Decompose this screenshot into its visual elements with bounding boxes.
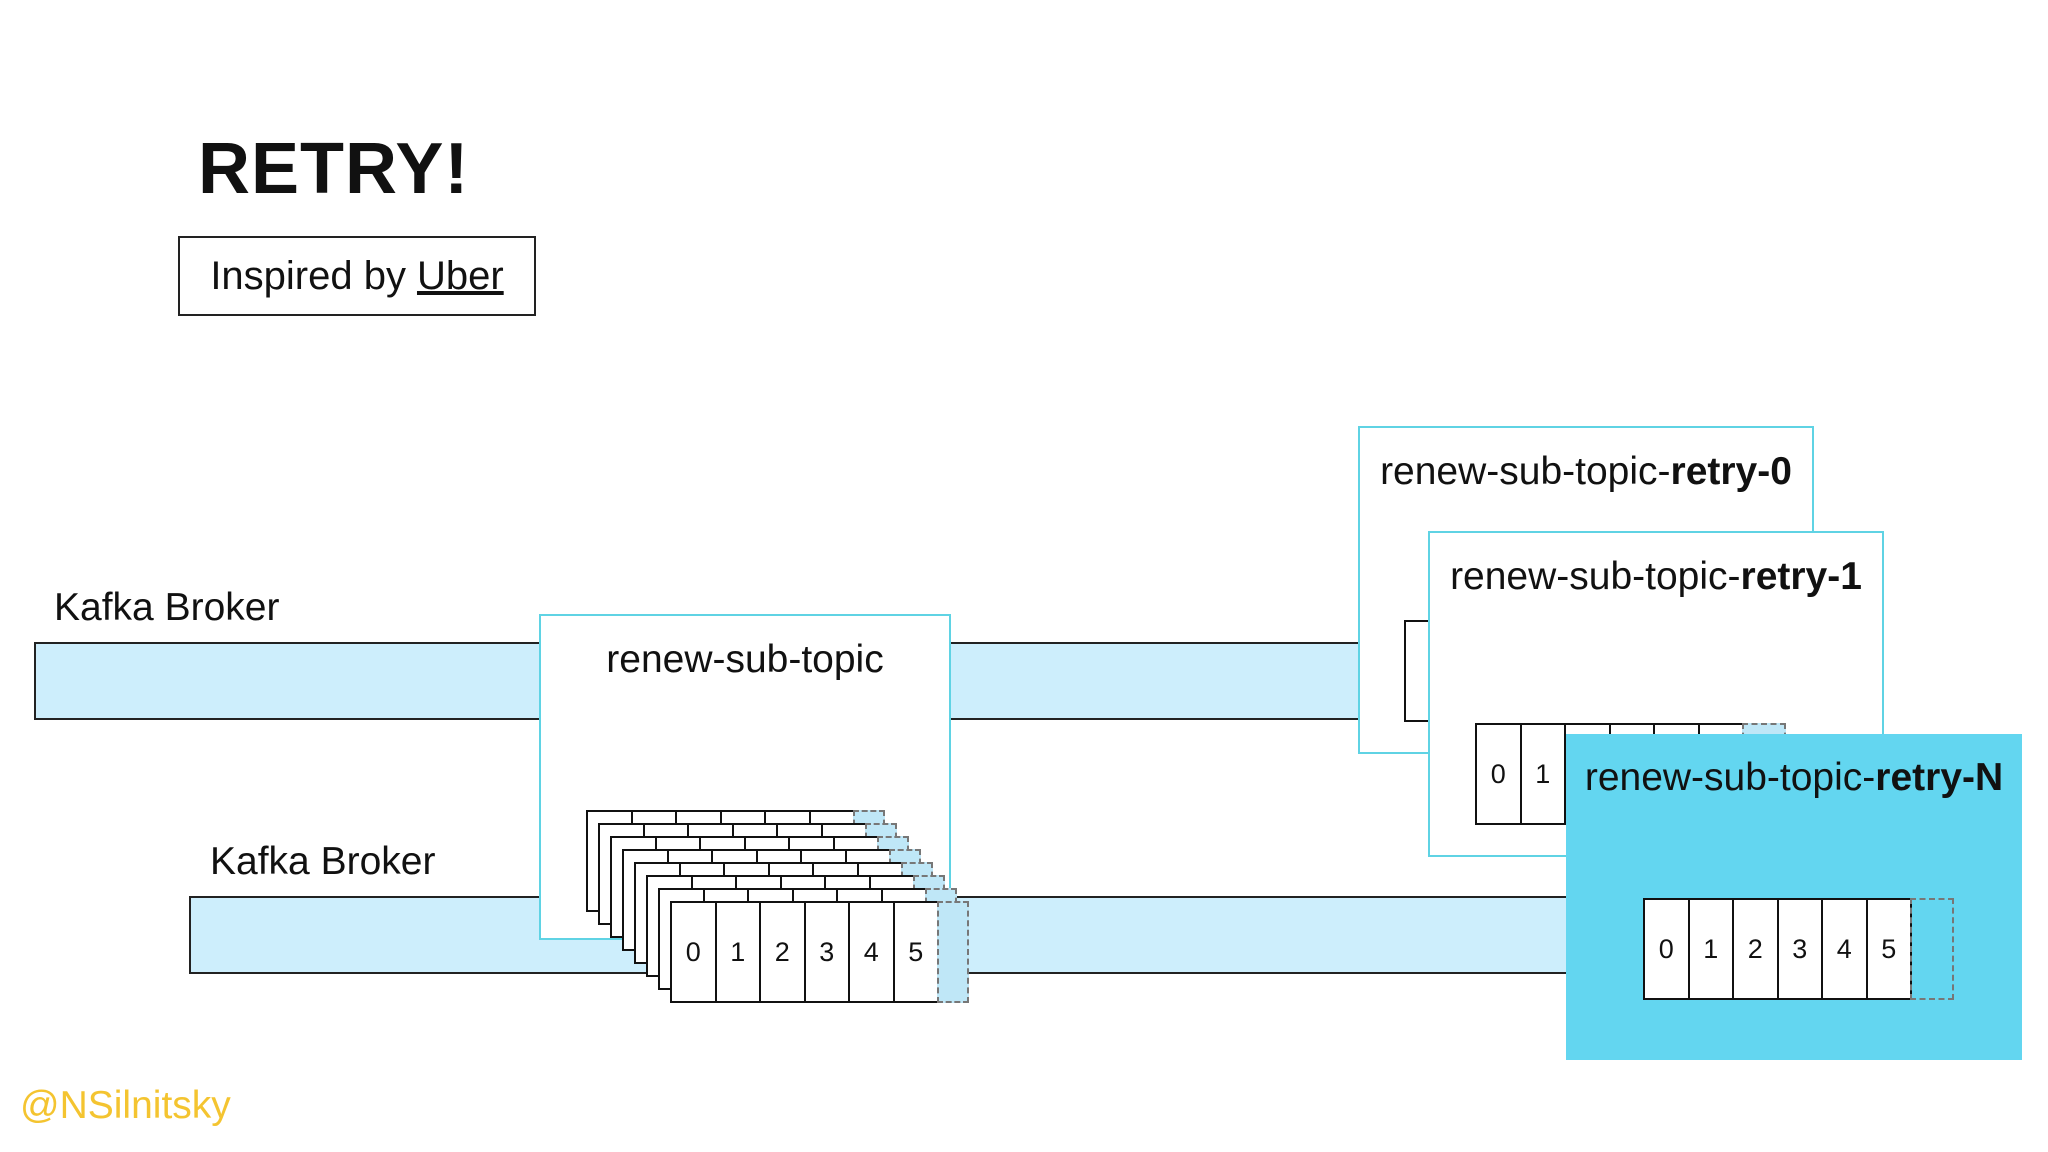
main-row-7-partition-1: 1 xyxy=(714,901,761,1003)
topic-label-retry-n: renew-sub-topic-retry-N xyxy=(1584,756,2004,799)
retry-n-partition-0: 0 xyxy=(1643,898,1690,1000)
broker-label-2: Kafka Broker xyxy=(210,840,436,883)
main-row-7-partition-5: 5 xyxy=(892,901,939,1003)
topic-label-retry-1: renew-sub-topic-retry-1 xyxy=(1450,555,1862,598)
retry-n-partition-5: 5 xyxy=(1865,898,1912,1000)
retry-n-partition-1: 1 xyxy=(1687,898,1734,1000)
slide-title: RETRY! xyxy=(198,129,470,209)
main-row-7-partition-3: 3 xyxy=(803,901,850,1003)
author-handle: @NSilnitsky xyxy=(20,1084,231,1127)
retry-1-partition-0: 0 xyxy=(1475,723,1522,825)
topic-label-retry-0: renew-sub-topic-retry-0 xyxy=(1380,450,1792,493)
topic-label-main: renew-sub-topic xyxy=(606,638,884,681)
uber-link[interactable]: Uber xyxy=(416,253,504,298)
retry-n-partition-2: 2 xyxy=(1732,898,1779,1000)
retry-n-partition-3: 3 xyxy=(1776,898,1823,1000)
main-row-7-partition-2: 2 xyxy=(759,901,806,1003)
retry-1-partition-1: 1 xyxy=(1519,723,1566,825)
retry-n-partition-4: 4 xyxy=(1821,898,1868,1000)
retry-n-next-offset xyxy=(1910,898,1954,1000)
main-row-7-partition-4: 4 xyxy=(848,901,895,1003)
inspired-box: Inspired by Uber xyxy=(178,236,536,316)
main-row-7-partition-0: 0 xyxy=(670,901,717,1003)
inspired-text: Inspired by xyxy=(210,253,406,298)
broker-label-1: Kafka Broker xyxy=(54,586,280,629)
main-row-7-next-offset xyxy=(937,901,969,1003)
